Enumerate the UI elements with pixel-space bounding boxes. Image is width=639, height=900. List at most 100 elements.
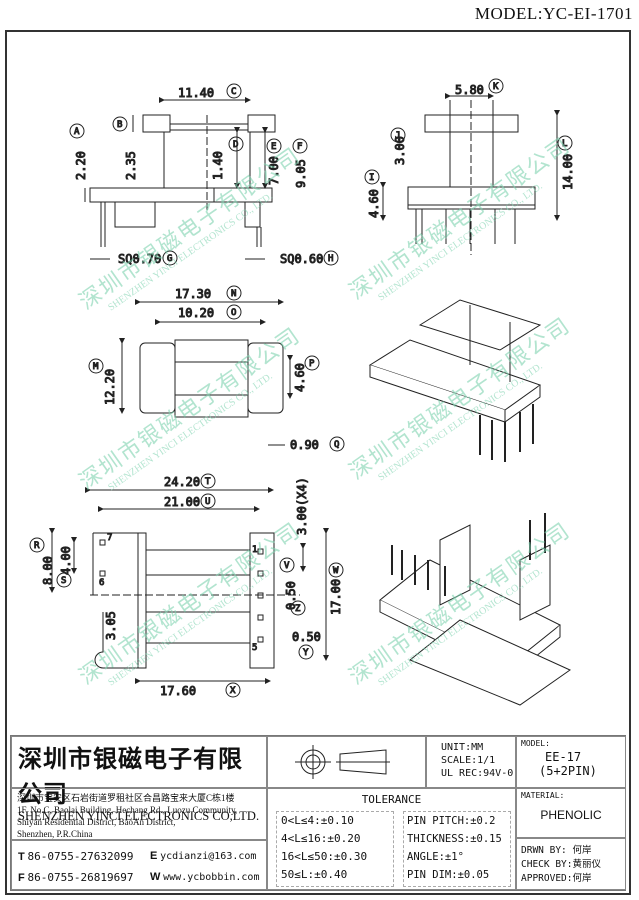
website-url[interactable]: www.ycbobbin.com xyxy=(163,872,260,883)
email-address[interactable]: ycdianzi@163.com xyxy=(160,851,257,862)
dim-p-value: 4.60 xyxy=(293,363,307,392)
model-pin-count: (5+2PIN) xyxy=(539,764,597,778)
unit-text: UNIT:MM xyxy=(441,742,484,753)
email-label: E xyxy=(150,850,158,862)
dim-q-letter: Q xyxy=(334,440,339,450)
dim-a-value: 2.20 xyxy=(74,151,88,180)
first-angle-projection-icon xyxy=(295,745,390,779)
dim-i-letter: I xyxy=(369,173,374,183)
scale-text: SCALE:1/1 xyxy=(441,755,496,766)
dim-r-value: 8.00 xyxy=(41,556,55,585)
dim-x-letter: X xyxy=(230,686,236,696)
dim-u-letter: U xyxy=(205,497,210,507)
bottom-view xyxy=(49,487,329,684)
address-line: Shiyan Residential District, BaoAn Distr… xyxy=(17,817,176,827)
tolerance-item: 16<L≤50:±0.30 xyxy=(281,850,368,863)
tolerance-item: 4<L≤16:±0.20 xyxy=(281,832,361,845)
tolerance-item: THICKNESS:±0.15 xyxy=(407,833,502,845)
model-number-header: MODEL:YC-EI-1701 xyxy=(474,4,633,23)
dim-k-value: 5.80 xyxy=(455,83,484,97)
approval-cell: DRWN BY: 何岸 CHECK BY:黄丽仪 APPROVED:何岸 xyxy=(516,838,626,890)
pin-label-7: 7 xyxy=(107,533,112,543)
dim-v-letter: V xyxy=(284,561,290,571)
company-name-cell: 深圳市银磁电子有限公司 SHENZHEN YINCI ELECTRONICS C… xyxy=(11,736,267,823)
phone-label: T xyxy=(18,851,25,863)
dim-f-value: 9.05 xyxy=(294,159,308,188)
dim-s-letter: S xyxy=(61,576,66,586)
dim-n-value: 17.30 xyxy=(175,287,211,301)
dim-t-value: 24.20 xyxy=(164,475,200,489)
tolerance-item: 50≤L:±0.40 xyxy=(281,868,348,881)
material-value: PHENOLIC xyxy=(540,808,602,822)
fax-number: 86-0755-26819697 xyxy=(27,871,134,884)
dim-y-value: 0.50 xyxy=(292,630,321,644)
dim-s-value: 4.00 xyxy=(59,546,73,575)
dim-l-value: 14.00 xyxy=(561,154,575,190)
material-label: MATERIAL: xyxy=(521,791,565,800)
dim-y-letter: Y xyxy=(303,648,309,658)
dim-t-letter: T xyxy=(205,477,211,487)
dim-x-value: 17.60 xyxy=(160,684,196,698)
dim-q-value: 0.90 xyxy=(290,438,319,452)
dim-h-value: SQ0.60 xyxy=(280,252,323,266)
dim-z-letter: Z xyxy=(295,604,301,614)
website-label: W xyxy=(150,871,161,883)
specs-cell: UNIT:MM SCALE:1/1 UL REC:94V-0 xyxy=(426,736,516,788)
tolerance-item: PIN PITCH:±0.2 xyxy=(407,815,496,827)
pin-label-1: 1 xyxy=(252,545,257,555)
phone-number: 86-0755-27632099 xyxy=(27,850,134,863)
company-name-en: SHENZHEN YINCI ELECTRONICS CO,LTD. xyxy=(18,809,260,823)
isometric-view-top xyxy=(368,299,542,462)
pin-label-5: 5 xyxy=(252,643,257,653)
dim-h-letter: H xyxy=(328,254,333,264)
dim-l-letter: L xyxy=(562,139,567,149)
technical-drawing: 11.40 C A 2.20 B 2.35 D 1.40 E 7.00 F 9.… xyxy=(29,78,576,706)
front-view xyxy=(84,97,276,260)
model-cell: MODEL: EE-17 (5+2PIN) xyxy=(516,736,626,788)
dim-k-letter: K xyxy=(493,82,499,92)
model-label: MODEL: xyxy=(521,739,550,748)
tolerance-other-list: PIN PITCH:±0.2 THICKNESS:±0.15 ANGLE:±1°… xyxy=(403,811,511,887)
top-view xyxy=(119,299,293,446)
address-cell: 深圳市宝安区石岩街道罗租社区合昌路宝来大厦C栋1楼 1F, No.C, Baol… xyxy=(11,788,267,840)
model-value: EE-17 xyxy=(545,750,582,764)
title-block: 深圳市银磁电子有限公司 SHENZHEN YINCI ELECTRONICS C… xyxy=(10,735,626,891)
dim-o-value: 10.20 xyxy=(178,306,214,320)
dim-g-letter: G xyxy=(167,254,172,264)
tolerance-item: PIN DIM:±0.05 xyxy=(407,869,490,881)
drawn-by: DRWN BY: 何岸 xyxy=(521,845,592,856)
dim-m-letter: M xyxy=(93,362,99,372)
dim-a-letter: A xyxy=(74,127,80,137)
address-line: Shenzhen, P.R.China xyxy=(17,829,93,839)
address-line: 1F, No.C, Baolai Building, Hechang Rd., … xyxy=(17,805,238,815)
dim-b-value: 2.35 xyxy=(124,151,138,180)
dim-n-letter: N xyxy=(231,289,236,299)
dim-3-05-value: 3.05 xyxy=(104,611,118,640)
dim-r-letter: R xyxy=(34,541,40,551)
dim-j-letter: J xyxy=(395,131,400,141)
company-name-cn: 深圳市银磁电子有限公司 xyxy=(18,744,243,808)
contact-cell: T 86-0755-27632099 F 86-0755-26819697 E … xyxy=(11,840,267,890)
dim-c-letter: C xyxy=(231,87,236,97)
checked-by: CHECK BY:黄丽仪 xyxy=(521,859,601,870)
dim-e-letter: E xyxy=(271,142,276,152)
dim-i-value: 4.60 xyxy=(367,189,381,218)
dim-z-value: 0.50 xyxy=(284,581,298,610)
dim-j-value: 3.00 xyxy=(393,136,407,165)
dim-m-value: 12.20 xyxy=(103,369,117,405)
tolerance-item: ANGLE:±1° xyxy=(407,851,464,863)
address-line: 深圳市宝安区石岩街道罗租社区合昌路宝来大厦C栋1楼 xyxy=(17,793,235,803)
dim-b-letter: B xyxy=(117,120,122,130)
dim-d-letter: D xyxy=(233,140,238,150)
ul-rating-text: UL REC:94V-0 xyxy=(441,768,514,779)
drawing-frame xyxy=(5,30,631,895)
side-view xyxy=(380,93,560,255)
projection-symbol-cell xyxy=(267,736,426,788)
dim-p-letter: P xyxy=(309,359,315,369)
tolerance-length-list: 0<L≤4:±0.10 4<L≤16:±0.20 16<L≤50:±0.30 5… xyxy=(276,811,394,887)
material-cell: MATERIAL: PHENOLIC xyxy=(516,788,626,838)
pin-label-6: 6 xyxy=(99,578,104,588)
dim-e-value: 7.00 xyxy=(267,156,281,185)
dim-u-value: 21.00 xyxy=(164,495,200,509)
approved-by: APPROVED:何岸 xyxy=(521,873,592,884)
